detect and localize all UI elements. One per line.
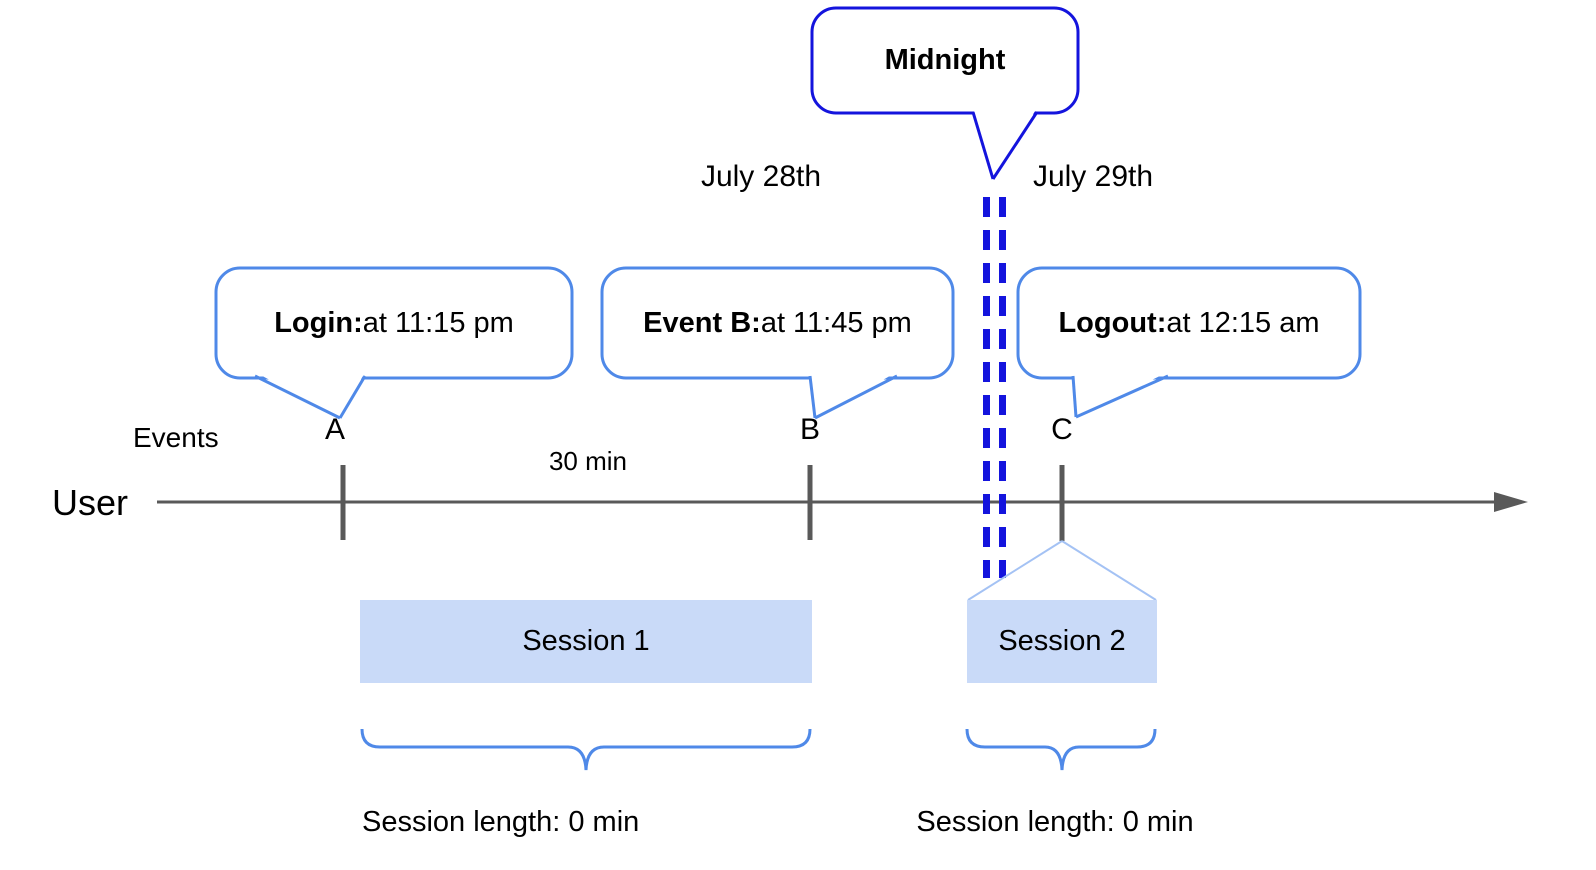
events-row-label: Events xyxy=(133,422,219,453)
session-2-length-label: Session length: 0 min xyxy=(916,806,1194,838)
session-2-bar xyxy=(967,600,1157,683)
event-b-callout-bubble xyxy=(600,266,955,380)
event-b-callout-label: Event B: at 11:45 pm xyxy=(602,268,953,378)
session-1-length-label: Session length: 0 min xyxy=(362,806,640,838)
login-label: Login: at 11:15 pm xyxy=(216,268,572,378)
event-b-label-bold: Event B: xyxy=(643,306,761,339)
event-a-label: A xyxy=(324,413,345,446)
timeline-arrowhead-icon xyxy=(1494,492,1528,512)
session-1-bar xyxy=(360,600,812,683)
session-2-label: Session 2 xyxy=(998,625,1126,657)
login-label-bold: Login: xyxy=(274,306,363,339)
midnight-callout-bubble xyxy=(810,6,1080,115)
session-2-brace xyxy=(965,728,1157,771)
midnight-callout-tail-right-edge xyxy=(991,111,1039,180)
event-c-label: C xyxy=(1051,413,1073,446)
event-b-callout-tail-right-edge xyxy=(814,374,898,420)
session-1-label: Session 1 xyxy=(522,625,650,657)
midnight-callout-tail-left-edge xyxy=(971,111,995,180)
login-callout-tail-left-edge xyxy=(254,374,341,420)
event-b-label-time: at 11:45 pm xyxy=(760,306,912,339)
event-b-callout-tail-fill xyxy=(810,372,897,418)
logout-label: Logout: at 12:15 am xyxy=(1018,268,1360,378)
login-callout-tail-right-edge xyxy=(338,375,367,419)
logout-callout-bubble xyxy=(1016,266,1362,380)
session-1-brace xyxy=(360,728,812,771)
logout-callout-tail-right-edge xyxy=(1075,374,1169,419)
login-callout-bubble xyxy=(214,266,574,380)
date-july-29-label: July 29th xyxy=(1032,160,1154,193)
logout-label-time: at 12:15 am xyxy=(1166,306,1320,339)
logout-callout-tail-fill xyxy=(1073,372,1168,417)
date-july-28-label: July 28th xyxy=(700,160,822,193)
logout-callout-tail-left-edge xyxy=(1071,375,1078,418)
login-callout-tail-fill xyxy=(255,372,365,418)
user-row-label: User xyxy=(52,482,129,523)
login-label-time: at 11:15 pm xyxy=(362,306,514,339)
event-b-label: B xyxy=(799,413,820,446)
midnight-label: Midnight xyxy=(884,44,1006,76)
logout-label-bold: Logout: xyxy=(1058,306,1167,339)
event-b-callout-tail-left-edge xyxy=(808,375,817,419)
session-2-funnel-left-line xyxy=(967,540,1063,601)
interval-30min-label: 30 min xyxy=(548,446,628,476)
session-2-funnel-right-line xyxy=(1061,540,1157,601)
